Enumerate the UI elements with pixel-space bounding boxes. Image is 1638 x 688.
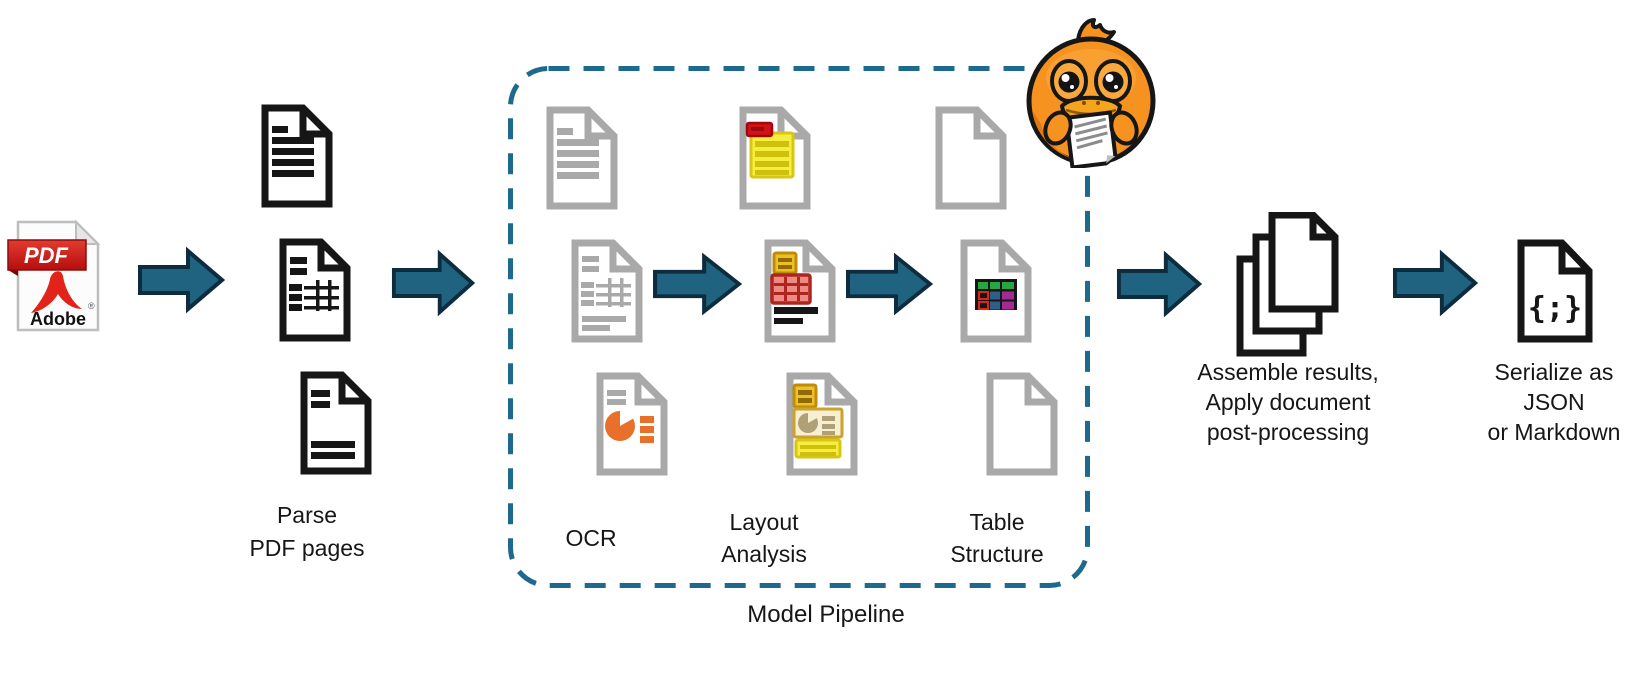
pdf-badge-text: PDF xyxy=(24,243,69,268)
flow-arrow-icon xyxy=(1392,249,1478,317)
registered-mark: ® xyxy=(88,301,95,311)
table-document-icon xyxy=(571,239,643,343)
flow-arrow-icon xyxy=(846,252,933,316)
stacked-documents-icon xyxy=(1236,212,1339,357)
duck-paper xyxy=(1064,110,1118,168)
code-glyph: {;} xyxy=(1528,291,1582,326)
parse-label: Parse PDF pages xyxy=(249,502,365,561)
flow-arrow-icon xyxy=(1116,250,1202,318)
blank-document-icon xyxy=(986,372,1058,476)
duck-hand xyxy=(1109,110,1139,146)
flow-arrow-icon xyxy=(653,252,742,316)
banner-fold xyxy=(8,270,18,276)
highlighted-text-document-icon xyxy=(739,106,811,210)
adobe-pdf-file-icon: PDF ® Adobe xyxy=(7,219,101,332)
pie-chart-document-icon xyxy=(596,372,668,476)
text-document-icon xyxy=(261,104,333,208)
table-document-icon xyxy=(279,238,351,342)
blank-document-icon xyxy=(935,106,1007,210)
adobe-swirl-icon xyxy=(31,271,82,313)
highlighted-figure-document-icon xyxy=(786,372,858,476)
docling-duck-mascot xyxy=(1026,18,1156,168)
flow-arrow-icon xyxy=(391,249,475,317)
ocr-label: OCR xyxy=(565,525,617,551)
pdf-banner xyxy=(7,239,87,271)
model-pipeline-label: Model Pipeline xyxy=(747,601,905,628)
letter-document-icon xyxy=(300,371,372,475)
layout-analysis-label: Layout Analysis xyxy=(721,509,807,567)
duck-hand xyxy=(1043,110,1073,146)
colored-table-document-icon xyxy=(960,239,1032,343)
model-pipeline-box xyxy=(508,66,1090,588)
serialize-label: Serialize as JSON or Markdown xyxy=(1487,359,1621,445)
adobe-brand-text: Adobe xyxy=(30,309,86,329)
text-document-icon xyxy=(546,106,618,210)
assemble-label: Assemble results, Apply document post-pr… xyxy=(1197,359,1379,445)
flow-arrow-icon xyxy=(138,246,225,314)
table-structure-label: Table Structure xyxy=(950,509,1044,567)
highlighted-table-document-icon xyxy=(764,239,836,343)
code-document-icon: {;} xyxy=(1517,239,1593,343)
